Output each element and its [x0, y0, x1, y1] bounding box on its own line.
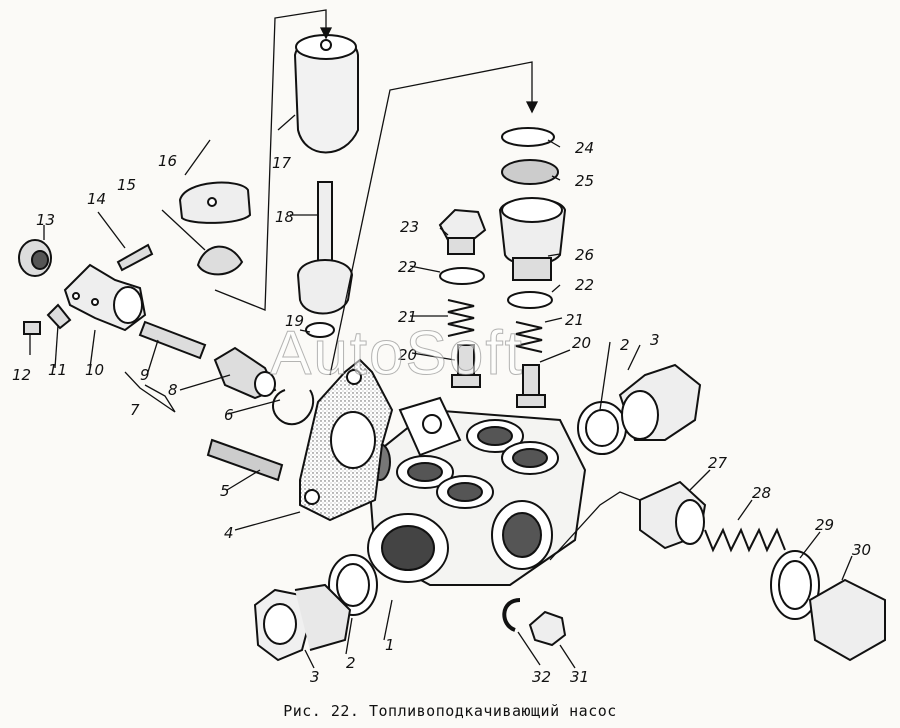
label-5: 5	[220, 482, 230, 500]
washer-part-24	[501, 127, 555, 147]
label-2-lower: 2	[346, 654, 356, 672]
label-4: 4	[224, 524, 234, 542]
label-8: 8	[168, 381, 178, 399]
label-13: 13	[36, 211, 55, 229]
label-16: 16	[158, 152, 177, 170]
label-6: 6	[224, 406, 234, 424]
pump-housing-part-1	[367, 396, 587, 586]
washer-part-29	[770, 550, 820, 620]
spring-part-21-left	[447, 299, 475, 337]
label-10: 10	[85, 361, 104, 379]
cup-part-15	[196, 245, 244, 276]
rod-part-9	[138, 320, 207, 360]
lever-part-10	[63, 263, 147, 332]
label-11: 11	[48, 361, 67, 379]
spring-part-21-right	[515, 321, 543, 353]
piston-part-27	[639, 480, 707, 550]
plate-part-11	[46, 303, 72, 330]
part-labels: 1 2 2 3 3 4 5 6 7 8 9 10 11 12 13 14 15 …	[12, 139, 871, 686]
ring-part-32	[502, 598, 521, 632]
label-26: 26	[575, 246, 594, 264]
label-15: 15	[117, 176, 136, 194]
gasket-part-4	[299, 358, 394, 522]
label-22-right: 22	[575, 276, 594, 294]
nut-part-13	[18, 239, 52, 277]
label-27: 27	[708, 454, 728, 472]
cylinder-part-17	[293, 34, 359, 154]
washer-part-22-right	[507, 291, 553, 309]
label-21-left: 21	[398, 308, 417, 326]
label-18: 18	[275, 208, 294, 226]
label-14: 14	[87, 190, 106, 208]
label-1: 1	[385, 636, 395, 654]
label-2-right: 2	[620, 336, 630, 354]
union-part-26	[498, 197, 567, 281]
label-9: 9	[140, 366, 150, 384]
fitting-part-3-lower	[253, 583, 352, 662]
label-28: 28	[752, 484, 771, 502]
label-12: 12	[12, 366, 31, 384]
assembly-lines	[29, 9, 853, 669]
label-20-right: 20	[572, 334, 591, 352]
fitting-part-3-right	[618, 363, 702, 441]
label-21-right: 21	[565, 311, 584, 329]
label-17: 17	[272, 154, 292, 172]
plate-part-16	[178, 181, 252, 224]
label-20-left: 20	[398, 346, 417, 364]
label-24: 24	[575, 139, 594, 157]
label-3-lower: 3	[310, 668, 320, 686]
label-19: 19	[285, 312, 304, 330]
nut-part-31	[528, 610, 567, 647]
label-22-left: 22	[398, 258, 417, 276]
valve-part-20-left	[451, 344, 481, 388]
pin-part-14	[116, 243, 154, 272]
piston-part-18	[296, 181, 354, 315]
washer-part-25	[501, 159, 559, 185]
snap-ring-part-6	[272, 389, 315, 426]
plug-part-30	[808, 578, 886, 662]
watermark: AutoSoft	[270, 319, 524, 389]
stud-part-5	[206, 438, 284, 482]
spring-part-28	[704, 527, 786, 553]
label-30: 30	[852, 541, 871, 559]
plunger-part-8	[213, 346, 277, 400]
label-25: 25	[575, 172, 594, 190]
label-23: 23	[400, 218, 419, 236]
label-31: 31	[570, 668, 589, 686]
figure-caption: Рис. 22. Топливоподкачивающий насос	[283, 702, 617, 720]
washer-part-22-left	[439, 267, 485, 285]
screw-part-12	[23, 321, 41, 335]
washer-part-19	[305, 322, 335, 338]
plug-part-23	[438, 208, 487, 255]
valve-part-20-right	[516, 364, 546, 408]
label-29: 29	[815, 516, 834, 534]
washer-part-2-right	[577, 401, 627, 455]
label-3-right: 3	[650, 331, 660, 349]
label-32: 32	[532, 668, 551, 686]
label-7: 7	[130, 401, 140, 419]
